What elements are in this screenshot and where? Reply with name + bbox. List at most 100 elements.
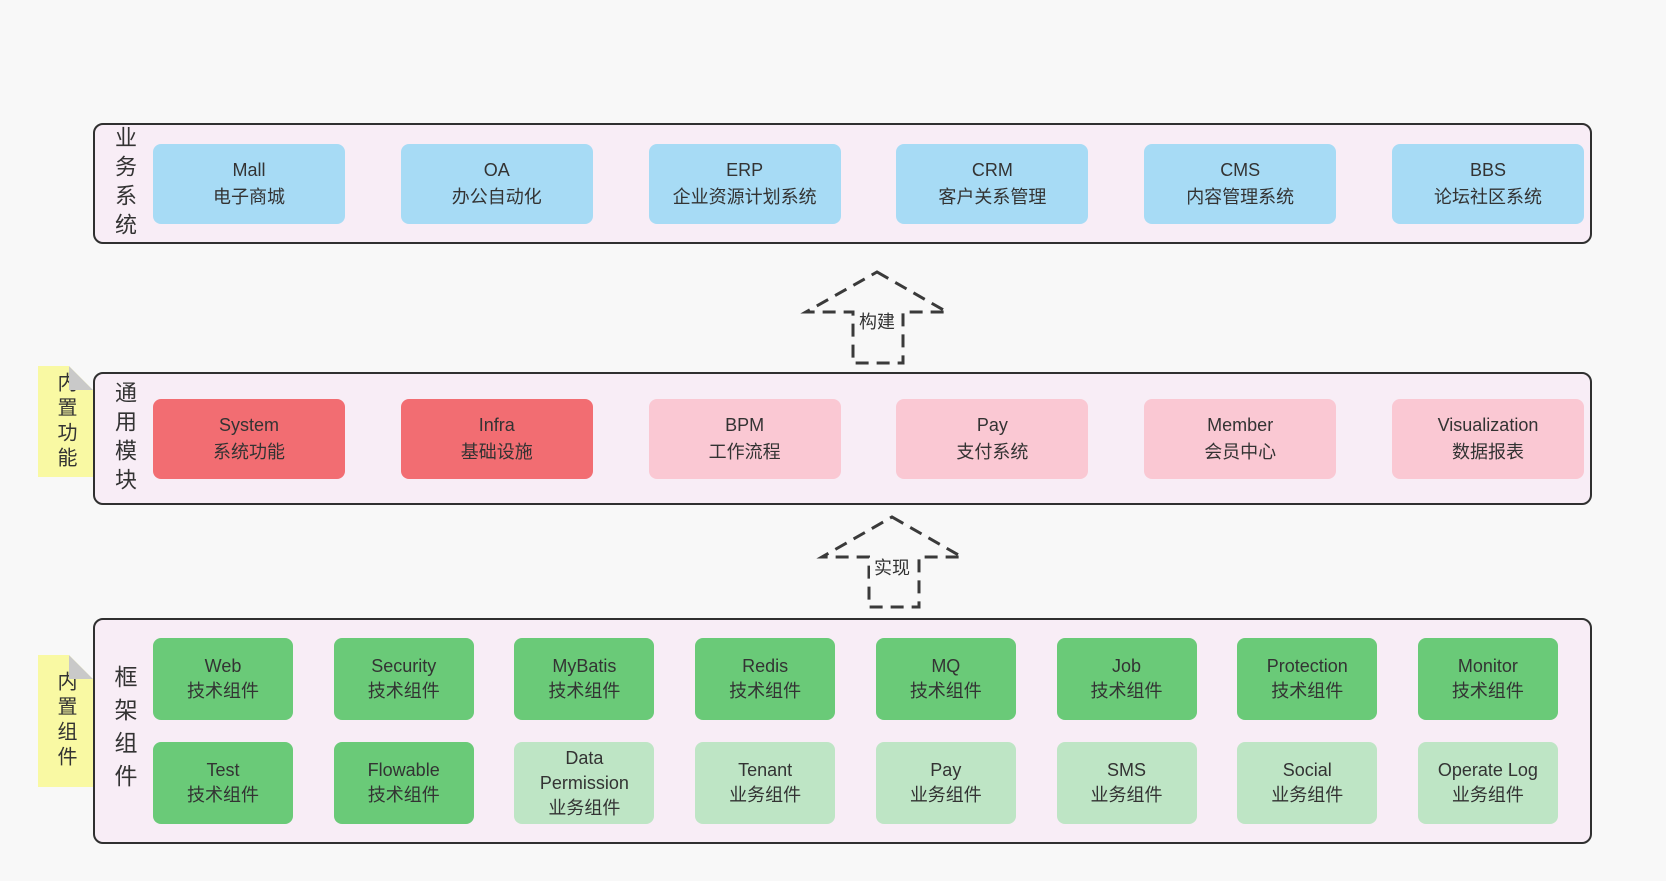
- node-bpm: BPM 工作流程: [648, 398, 841, 479]
- node-crm: CRM 客户关系管理: [896, 143, 1089, 224]
- node-title: Pay: [976, 414, 1008, 435]
- panel-title: 业务系统: [112, 125, 137, 242]
- node-title: BBS: [1469, 159, 1506, 180]
- node-subtitle: 技术组件: [548, 681, 621, 701]
- node-subtitle: 企业资源计划系统: [672, 186, 817, 207]
- node-title: Pay: [930, 760, 962, 780]
- node-pay-system: Pay 支付系统: [896, 398, 1089, 479]
- node-subtitle: 基础设施: [460, 441, 533, 462]
- node-social: Social 业务组件: [1237, 742, 1378, 824]
- node-subtitle: 业务组件: [548, 797, 621, 818]
- node-pay-component: Pay 业务组件: [875, 742, 1016, 824]
- node-subtitle: 技术组件: [909, 681, 982, 701]
- node-subtitle: 内容管理系统: [1186, 186, 1295, 207]
- node-mybatis: MyBatis 技术组件: [514, 638, 655, 720]
- node-title: ERP: [726, 159, 764, 180]
- note-label: 内置功能: [54, 371, 76, 472]
- node-subtitle: 业务组件: [909, 785, 982, 805]
- node-title: Job: [1112, 656, 1142, 676]
- node-test: Test 技术组件: [153, 742, 293, 824]
- node-title: CRM: [971, 159, 1013, 180]
- node-mq: MQ 技术组件: [875, 638, 1016, 720]
- node-subtitle: 技术组件: [1271, 681, 1344, 701]
- node-erp: ERP 企业资源计划系统: [648, 143, 841, 224]
- node-mall: Mall 电子商城: [153, 143, 345, 224]
- node-title: MQ: [931, 656, 961, 676]
- arrow-up-implement-icon: [816, 515, 968, 609]
- node-subtitle: 技术组件: [187, 785, 259, 805]
- panel-label-column: 通用模块: [95, 374, 153, 503]
- folded-corner-icon: [69, 366, 93, 390]
- node-redis: Redis 技术组件: [695, 638, 836, 720]
- node-flowable: Flowable 技术组件: [333, 742, 474, 824]
- node-subtitle: 技术组件: [187, 681, 259, 701]
- node-security: Security 技术组件: [333, 638, 474, 720]
- node-subtitle: 业务组件: [1451, 785, 1524, 805]
- node-subtitle: 电子商城: [213, 186, 285, 207]
- node-subtitle: 会员中心: [1204, 441, 1277, 462]
- panel-title: 通用模块: [112, 380, 137, 497]
- node-title: Security: [371, 656, 437, 676]
- node-sms: SMS 业务组件: [1056, 742, 1197, 824]
- node-subtitle: 技术组件: [729, 681, 802, 701]
- sticky-note-builtin-features: 内置功能: [38, 366, 93, 477]
- sticky-note-builtin-components: 内置组件: [38, 655, 93, 787]
- node-subtitle: 客户关系管理: [938, 186, 1047, 207]
- node-title: MyBatis: [552, 656, 617, 676]
- node-subtitle: 技术组件: [367, 681, 440, 701]
- folded-corner-icon: [69, 655, 93, 679]
- node-subtitle: 工作流程: [708, 441, 781, 462]
- node-title: Infra: [478, 414, 515, 435]
- panel-business-systems: 业务系统 Mall 电子商城 OA 办公自动化 ERP 企业资源计划系统 CRM…: [93, 123, 1592, 244]
- node-subtitle: 业务组件: [1271, 785, 1344, 805]
- node-infra: Infra 基础设施: [400, 398, 593, 479]
- node-job: Job 技术组件: [1056, 638, 1197, 720]
- node-title: Mall: [232, 159, 266, 180]
- node-title: Data Permission: [539, 747, 629, 793]
- panel-label-column: 框架组件: [95, 620, 153, 842]
- node-title: System: [218, 414, 279, 435]
- node-title: Operate Log: [1437, 760, 1538, 780]
- node-title: Redis: [742, 656, 789, 676]
- arrow-label-implement: 实现: [870, 553, 914, 581]
- node-subtitle: 数据报表: [1451, 441, 1524, 462]
- node-title: Test: [206, 760, 240, 780]
- panel-label-column: 业务系统: [95, 125, 153, 242]
- node-title: BPM: [725, 414, 765, 435]
- node-title: Monitor: [1457, 656, 1518, 676]
- node-title: Social: [1282, 760, 1332, 780]
- node-web: Web 技术组件: [153, 638, 293, 720]
- node-subtitle: 技术组件: [367, 785, 440, 805]
- node-title: Flowable: [367, 760, 440, 780]
- node-oa: OA 办公自动化: [400, 143, 593, 224]
- node-operate-log: Operate Log 业务组件: [1417, 742, 1558, 824]
- node-subtitle: 系统功能: [213, 441, 285, 462]
- node-tenant: Tenant 业务组件: [695, 742, 836, 824]
- node-subtitle: 支付系统: [956, 441, 1029, 462]
- node-subtitle: 业务组件: [1090, 785, 1163, 805]
- node-subtitle: 技术组件: [1090, 681, 1163, 701]
- framework-rows: Web 技术组件 Security 技术组件 MyBatis 技术组件 Redi…: [153, 620, 1590, 842]
- node-subtitle: 业务组件: [729, 785, 802, 805]
- node-title: Member: [1207, 414, 1274, 435]
- node-title: Web: [204, 656, 242, 676]
- node-bbs: BBS 论坛社区系统: [1391, 143, 1584, 224]
- node-visualization: Visualization 数据报表: [1391, 398, 1584, 479]
- node-member: Member 会员中心: [1144, 398, 1337, 479]
- node-title: SMS: [1107, 760, 1147, 780]
- node-monitor: Monitor 技术组件: [1417, 638, 1558, 720]
- node-subtitle: 办公自动化: [451, 186, 542, 207]
- node-subtitle: 论坛社区系统: [1433, 186, 1542, 207]
- node-title: Visualization: [1437, 414, 1539, 435]
- node-title: OA: [483, 159, 510, 180]
- note-label: 内置组件: [54, 671, 76, 771]
- modules-box-row: System 系统功能 Infra 基础设施 BPM 工作流程 Pay 支付系统…: [153, 374, 1590, 503]
- arrow-up-build-icon: [800, 270, 953, 365]
- business-box-row: Mall 电子商城 OA 办公自动化 ERP 企业资源计划系统 CRM 客户关系…: [153, 125, 1590, 242]
- node-title: Protection: [1266, 656, 1348, 676]
- node-subtitle: 技术组件: [1451, 681, 1524, 701]
- arrow-label-build: 构建: [855, 307, 899, 335]
- node-cms: CMS 内容管理系统: [1144, 143, 1337, 224]
- node-title: Tenant: [738, 760, 793, 780]
